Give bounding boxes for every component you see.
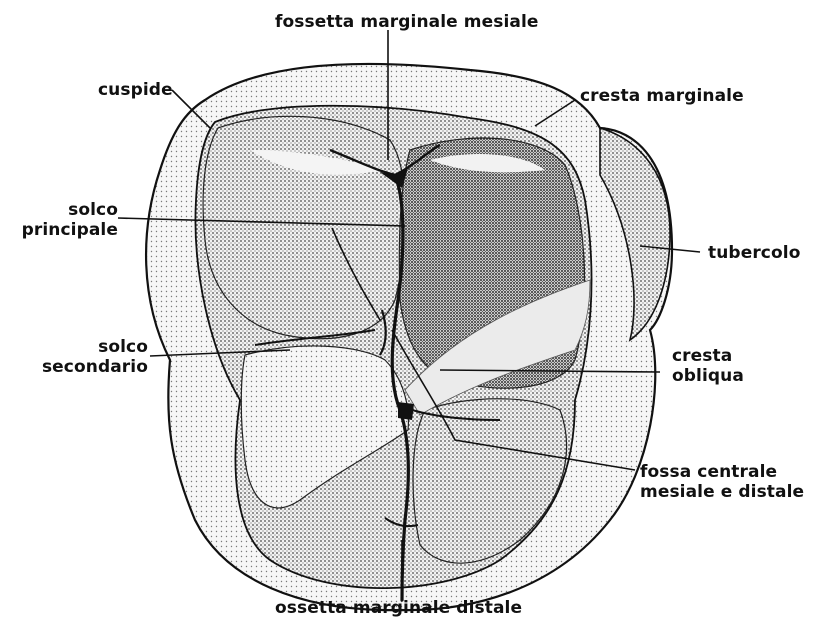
label-fossa-centrale-line2: mesiale e distale (640, 482, 804, 502)
label-cresta-marginale: cresta marginale (580, 86, 744, 106)
label-solco-principale: solco principale (10, 200, 118, 240)
label-solco-secondario-line2: secondario (30, 357, 148, 377)
label-solco-principale-line2: principale (10, 220, 118, 240)
label-ossetta-marginale-distale: ossetta marginale distale (275, 598, 522, 618)
label-tubercolo: tubercolo (708, 243, 800, 263)
label-solco-secondario: solco secondario (30, 337, 148, 377)
label-cuspide: cuspide (98, 80, 173, 100)
cusp-mesiobuccal (203, 116, 406, 338)
label-solco-secondario-line1: solco (30, 337, 148, 357)
label-cresta-obliqua: cresta obliqua (672, 346, 744, 386)
label-solco-principale-line1: solco (10, 200, 118, 220)
label-fossa-centrale-line1: fossa centrale (640, 462, 804, 482)
label-fossa-centrale: fossa centrale mesiale e distale (640, 462, 804, 502)
label-cresta-obliqua-line1: cresta (672, 346, 744, 366)
label-fossetta-marginale-mesiale: fossetta marginale mesiale (275, 12, 539, 32)
label-cresta-obliqua-line2: obliqua (672, 366, 744, 386)
